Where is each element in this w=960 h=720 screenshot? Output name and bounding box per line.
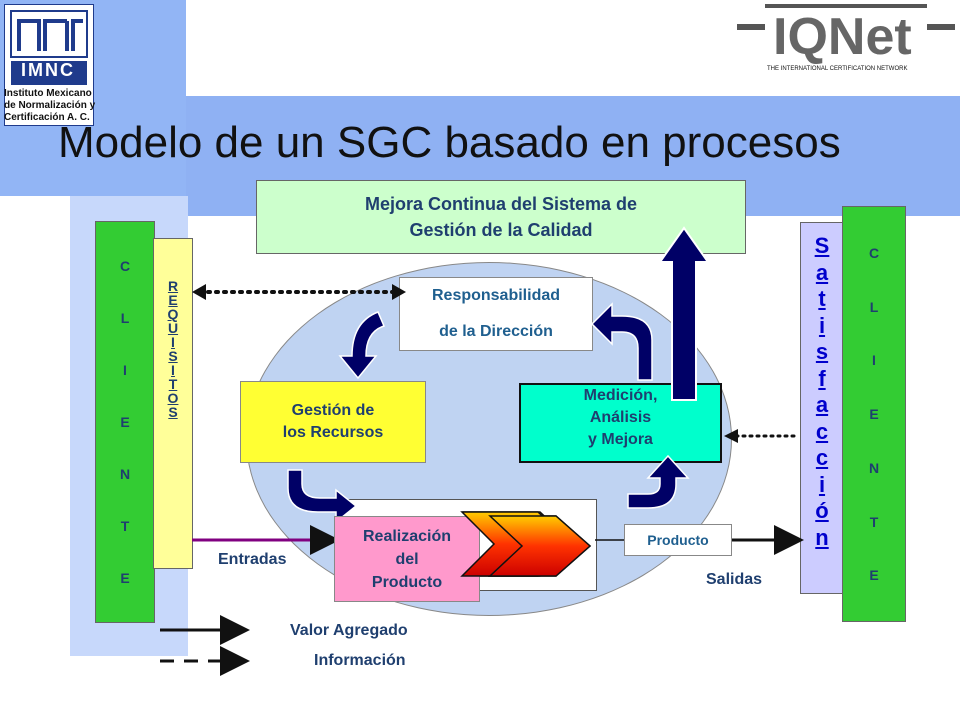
imnc-line-2: de Normalización y (4, 100, 96, 111)
mejora-line-1: Mejora Continua del Sistema de (364, 194, 638, 214)
curve-arrow-gestion-to-realiz (287, 469, 358, 524)
satisfaccion-letter: n (815, 524, 829, 550)
realizacion-line-3: Producto (371, 573, 443, 591)
satisfaccion-letter: f (818, 365, 826, 391)
requisitos-letter: I (171, 362, 175, 378)
info-dotted-requisitos-right-head (392, 284, 406, 300)
iqnet-name: IQNet (773, 8, 912, 66)
clientes-right-letter: T (869, 513, 879, 530)
satisfaccion-letter: a (815, 259, 829, 285)
iqnet-logo: IQNet THE INTERNATIONAL CERTIFICATION NE… (735, 4, 957, 80)
requisitos-letter: Q (167, 306, 179, 322)
clientes-right-letter: C (868, 244, 880, 261)
requisitos-letter: T (168, 376, 178, 392)
satisfaccion-letter: a (815, 392, 829, 417)
iqnet-tagline: THE INTERNATIONAL CERTIFICATION NETWORK (767, 66, 907, 72)
requisitos-letter: S (168, 348, 178, 364)
clientes-left-letters: C L I E N T E (96, 222, 154, 622)
satisfaccion-letter: s (815, 339, 829, 364)
clientes-left-letter: N (119, 466, 131, 482)
satisfaccion-letter: S (814, 233, 830, 258)
requisitos-letter: I (171, 334, 175, 350)
clientes-left-letter: E (120, 570, 130, 586)
realizacion-line-1: Realización (362, 527, 452, 545)
imnc-logo (4, 4, 94, 126)
gestion-recursos-box: Gestión de los Recursos (240, 381, 426, 463)
medicion-line-2: Análisis (589, 409, 652, 426)
satisfaccion-letter: c (815, 445, 829, 470)
legend-info-label: Información (314, 652, 406, 669)
gestion-line-1: Gestión de (291, 402, 375, 419)
imnc-logo-name: IMNC (21, 59, 75, 80)
realizacion-box: Realización del Producto (334, 516, 480, 602)
curve-arrow-resp-to-gestion (338, 311, 386, 380)
satisfaccion-letter: c (815, 418, 829, 444)
satisfaccion-letter: t (818, 286, 826, 311)
requisitos-letter: O (167, 390, 179, 406)
responsabilidad-box: Responsabilidad de la Dirección (399, 277, 593, 351)
imnc-line-3: Certificación A. C. (4, 112, 90, 123)
producto-box: Producto (624, 524, 732, 556)
page-title: Modelo de un SGC basado en procesos (58, 118, 841, 167)
clientes-right-letter: I (872, 352, 876, 369)
info-dotted-satisfaccion-head (724, 429, 738, 443)
info-dotted-requisitos-left-head (192, 284, 206, 300)
satisfaccion-letter: i (818, 471, 826, 497)
clientes-left-letter: L (120, 310, 130, 326)
entradas-label: Entradas (218, 551, 287, 568)
clientes-right-letters: C L I E N T E (843, 207, 905, 621)
clientes-right-bar: C L I E N T E (842, 206, 906, 622)
imnc-logo-mark (10, 10, 88, 85)
realizacion-line-2: del (395, 550, 419, 568)
medicion-line-1: Medición, (583, 387, 658, 404)
iqnet-logo-mark: IQNet THE INTERNATIONAL CERTIFICATION NE… (737, 4, 955, 72)
clientes-right-letter: E (869, 567, 879, 584)
curve-arrow-med-to-resp (590, 302, 653, 381)
responsabilidad-line-1: Responsabilidad (431, 287, 561, 304)
requisitos-letter: U (167, 320, 179, 336)
mejora-line-2: Gestión de la Calidad (409, 220, 593, 240)
clientes-right-letter: N (868, 459, 880, 476)
clientes-right-letter: E (869, 406, 879, 422)
satisfaccion-letter: i (818, 312, 826, 338)
clientes-left-letter: E (120, 414, 130, 430)
requisitos-letter: E (168, 292, 178, 308)
salidas-label: Salidas (706, 571, 763, 588)
responsabilidad-line-2: de la Dirección (439, 323, 553, 340)
clientes-left-bar: C L I E N T E (95, 221, 155, 623)
satisfaccion-letter: ó (815, 498, 829, 523)
curve-arrow-realiz-to-med (627, 454, 690, 509)
clientes-left-letter: T (120, 518, 130, 534)
clientes-left-letter: C (119, 258, 131, 274)
requisitos-letter: S (168, 404, 178, 420)
medicion-line-3: y Mejora (588, 431, 653, 448)
requisitos-letter: R (167, 278, 179, 294)
mejora-continua-box: Mejora Continua del Sistema de Gestión d… (256, 180, 746, 254)
imnc-line-1: Instituto Mexicano (4, 88, 92, 99)
legend-valor-label: Valor Agregado (290, 622, 408, 639)
mejora-up-arrow (658, 226, 710, 401)
imnc-logo-text: Instituto Mexicano de Normalización y Ce… (4, 88, 104, 124)
gestion-line-2: los Recursos (282, 424, 384, 441)
clientes-right-letter: L (869, 298, 879, 315)
clientes-left-letter: I (123, 362, 127, 378)
